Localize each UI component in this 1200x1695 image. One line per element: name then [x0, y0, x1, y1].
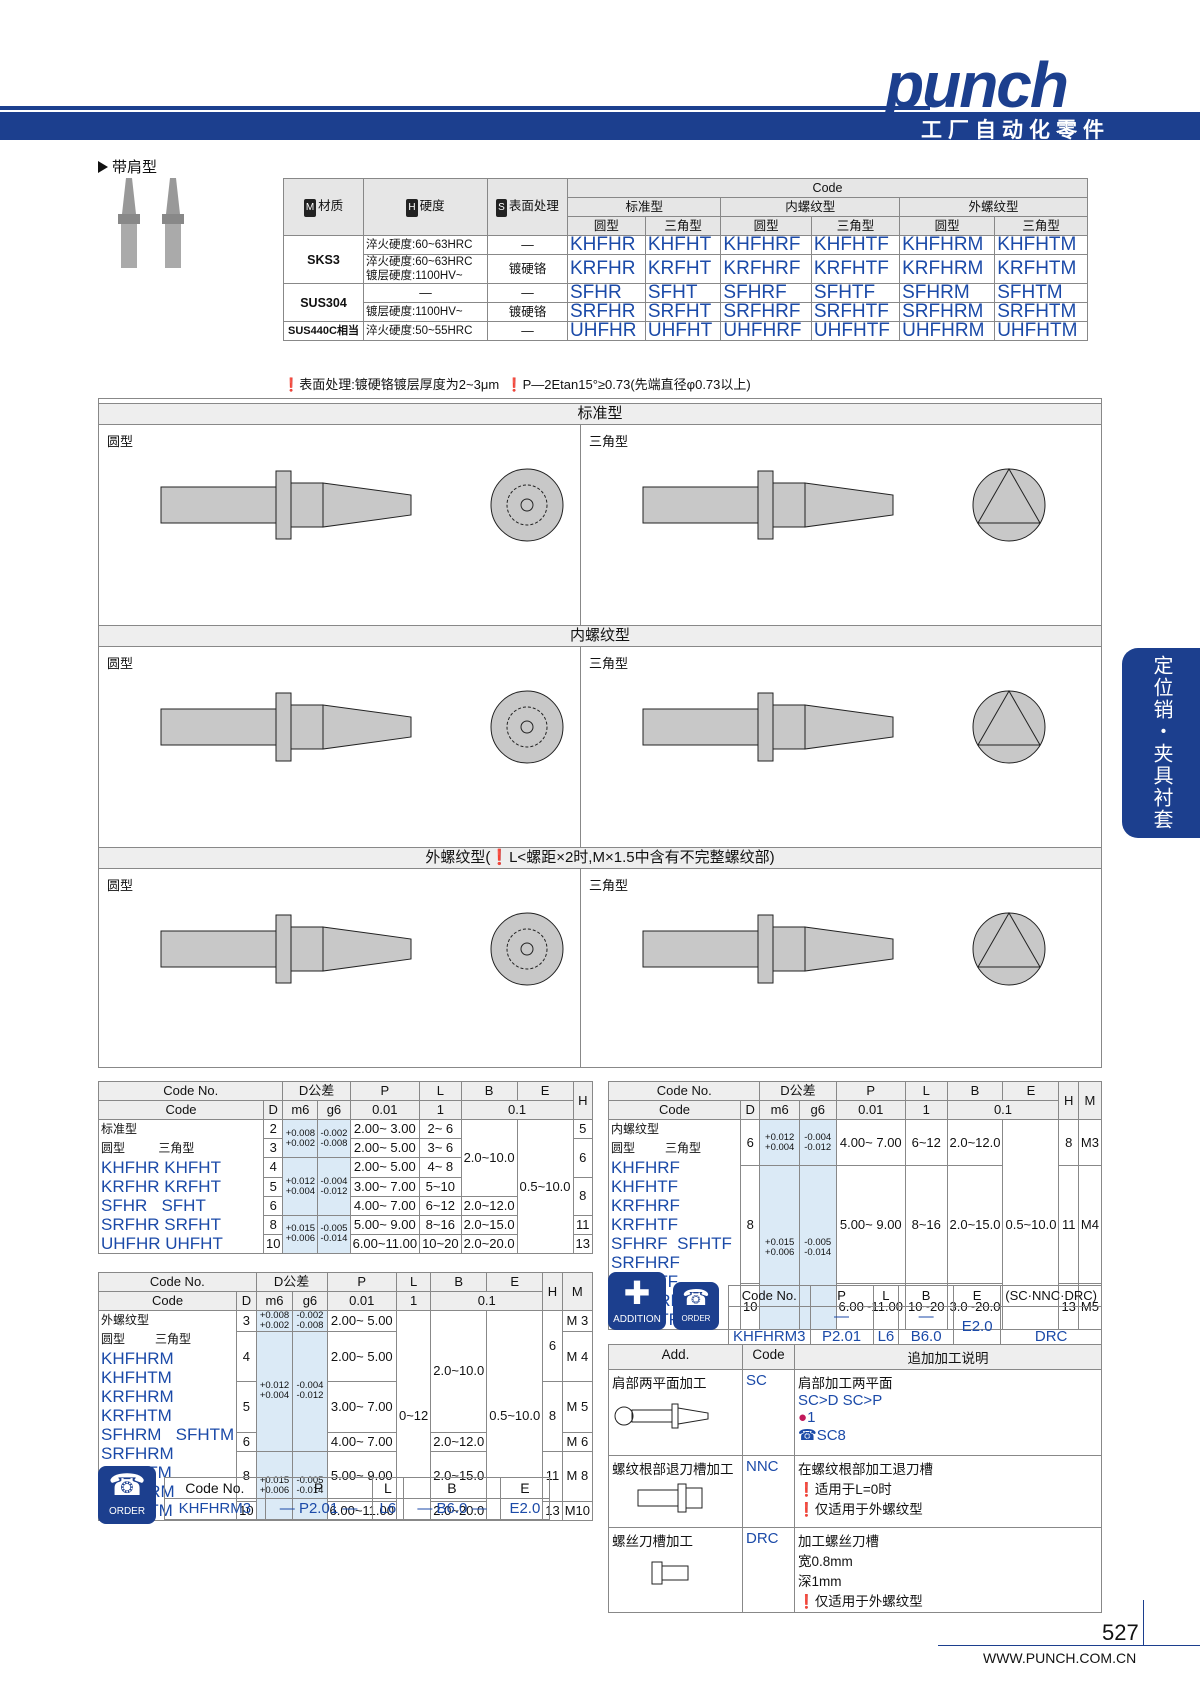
cap-ext-round: 圆型: [107, 878, 134, 893]
sc-sketch: [614, 1403, 709, 1429]
footer-url: WWW.PUNCH.COM.CN: [983, 1650, 1137, 1666]
cap-std-tri: 三角型: [589, 434, 629, 449]
page-number: 527: [1102, 1620, 1139, 1645]
cap-std-round: 圆型: [107, 434, 134, 449]
logo-subtitle: 工厂自动化零件: [921, 119, 1110, 142]
std-title: 标准型: [99, 403, 1101, 425]
logo-text: punch: [885, 49, 1069, 121]
order-icon-right: ☎ORDER: [673, 1282, 719, 1330]
header-bar: [0, 112, 1200, 140]
drc-sketch: [651, 1561, 689, 1585]
category-side-tab: 定位销・夹具衬套: [1122, 648, 1200, 838]
int-title: 内螺纹型: [99, 625, 1101, 647]
footer-vline: [1143, 1600, 1144, 1646]
section-title: 带肩型: [98, 156, 157, 177]
header-stripe: [0, 106, 930, 110]
ext-title: 外螺纹型(❗L<螺距×2时,M×1.5中含有不完整螺纹部): [99, 847, 1101, 869]
triangle-icon: [98, 161, 108, 173]
cap-int-round: 圆型: [107, 656, 134, 671]
addition-icon: ✚ADDITION: [608, 1272, 666, 1330]
order-icon: ☎ORDER: [98, 1466, 156, 1524]
nnc-sketch: [637, 1483, 703, 1513]
spec-notes: ❗表面处理:镀硬铬镀层厚度为2~3μm ❗P—2Etan15°≥0.73(先端直…: [283, 377, 751, 392]
brand-logo: punch 工厂自动化零件: [885, 48, 1200, 143]
product-photo: [118, 178, 184, 268]
technical-drawings: 标准型 内螺纹型 外螺纹型(❗L<螺距×2时,M×1.5中含有不完整螺纹部) 圆…: [98, 398, 1102, 1068]
footer-line: [938, 1645, 1200, 1646]
cap-ext-tri: 三角型: [589, 878, 629, 893]
pin-drawings-svg: [160, 467, 1046, 986]
cap-int-tri: 三角型: [589, 656, 629, 671]
